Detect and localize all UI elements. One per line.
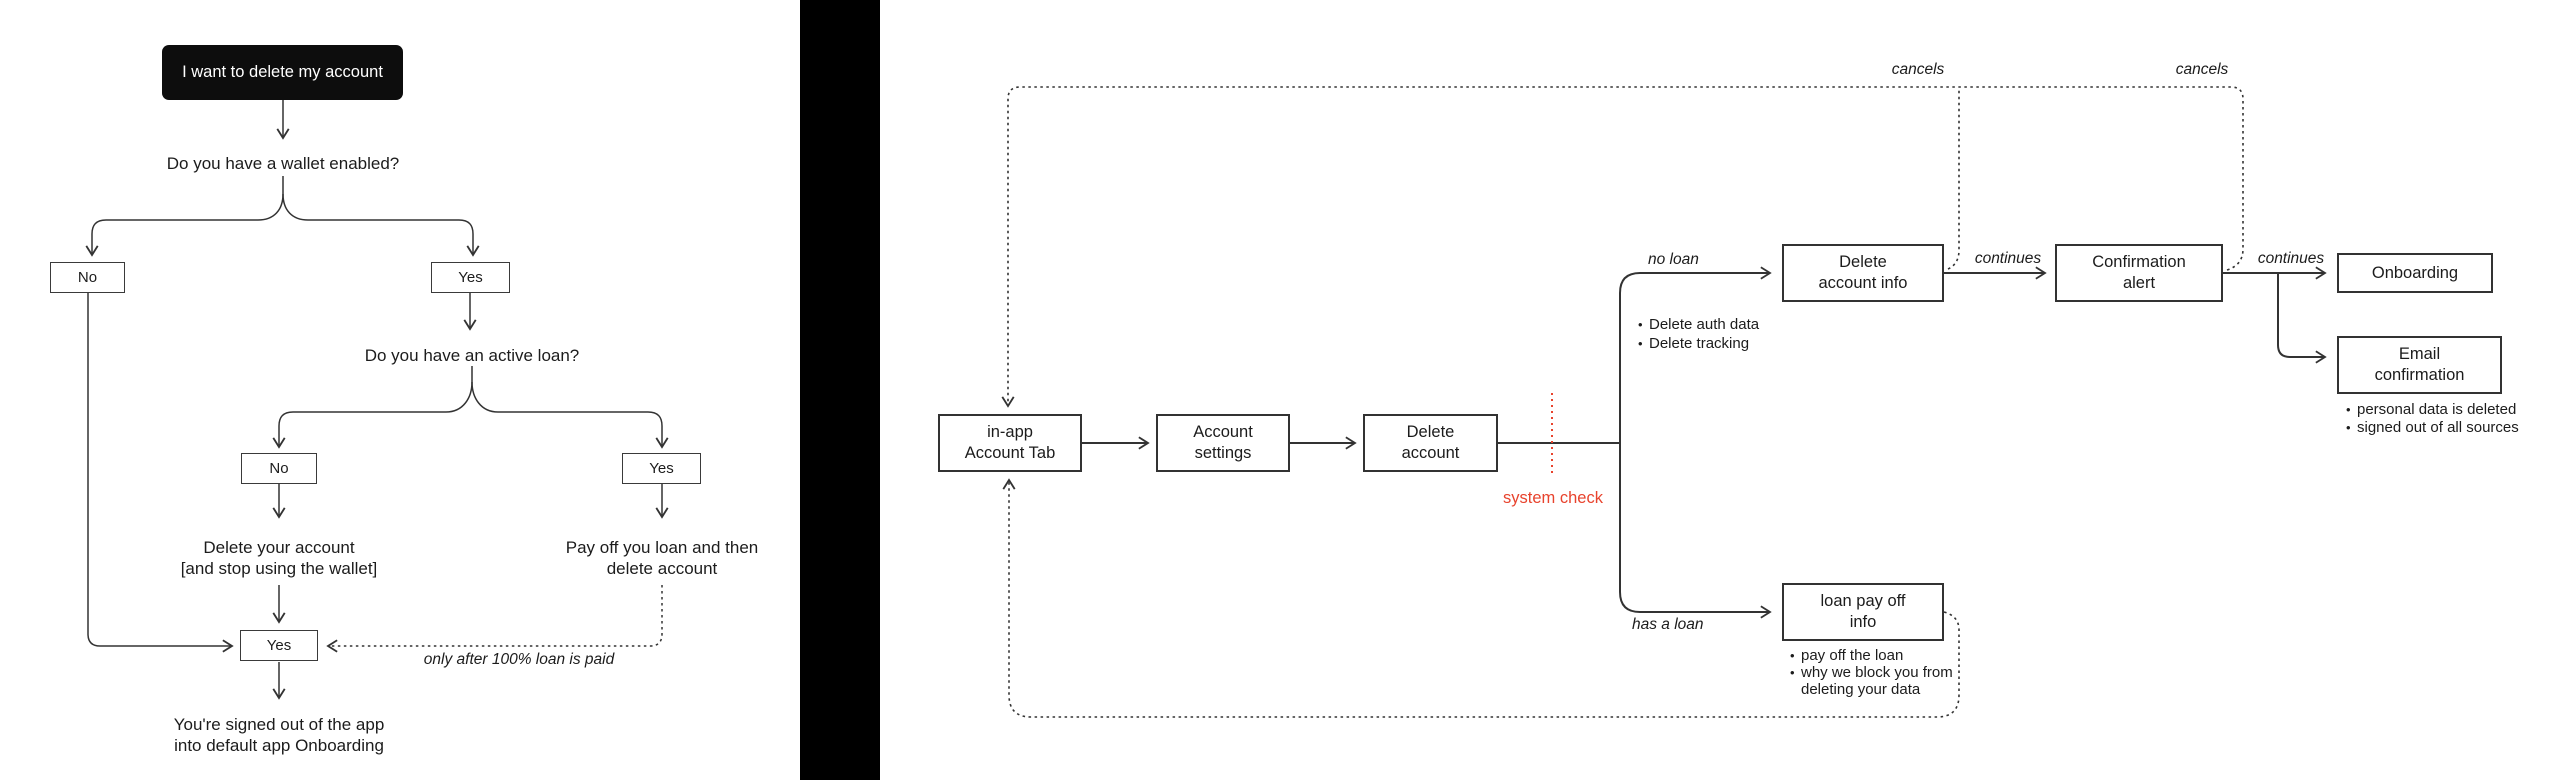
note-payoff-action-line1: Pay off you loan and then bbox=[565, 538, 759, 557]
note-delete-action-line1: Delete your account bbox=[203, 538, 355, 557]
node-onboarding[interactable]: Onboarding bbox=[2337, 253, 2493, 293]
bullet-why-we-block: • why we block you from bbox=[1790, 665, 1953, 681]
label-cancels-1: cancels bbox=[1891, 61, 1945, 78]
node-delete-account-info-line2: account info bbox=[1818, 274, 1908, 292]
node-account-tab-line2: Account Tab bbox=[964, 444, 1056, 462]
note-payoff-action: Pay off you loan and then delete account bbox=[566, 537, 759, 579]
bullet-dot: • bbox=[1790, 665, 1795, 680]
label-continues-1: continues bbox=[1974, 250, 2042, 267]
node-email-confirmation[interactable]: Email confirmation bbox=[2337, 336, 2502, 394]
node-delete-account-info-line1: Delete bbox=[1839, 253, 1887, 271]
node-start-label: I want to delete my account bbox=[182, 63, 383, 81]
bullet-text: Delete tracking bbox=[1649, 335, 1750, 352]
label-system-check: system check bbox=[1503, 489, 1603, 507]
node-account-tab-line1: in-app bbox=[987, 423, 1033, 441]
node-wallet-no[interactable]: No bbox=[50, 262, 125, 293]
question-loan: Do you have an active loan? bbox=[364, 346, 580, 365]
label-no-loan: no loan bbox=[1648, 251, 1699, 268]
note-outcome-line2: into default app Onboarding bbox=[174, 736, 384, 755]
note-delete-action: Delete your account [and stop using the … bbox=[181, 537, 378, 579]
bullet-continuation-deleting-data: deleting your data bbox=[1801, 682, 1920, 698]
bullet-text: personal data is deleted bbox=[2357, 401, 2517, 418]
node-wallet-yes[interactable]: Yes bbox=[431, 262, 510, 293]
node-loan-payoff-info[interactable]: loan pay off info bbox=[1782, 583, 1944, 641]
bullet-text: why we block you from bbox=[1801, 664, 1953, 681]
node-wallet-yes-label: Yes bbox=[458, 269, 483, 286]
label-has-a-loan: has a loan bbox=[1632, 616, 1704, 633]
node-loan-yes-label: Yes bbox=[649, 460, 674, 477]
node-onboarding-label: Onboarding bbox=[2371, 263, 2459, 282]
node-delete-account-line1: Delete bbox=[1406, 423, 1455, 441]
bullet-dot: • bbox=[1638, 336, 1643, 351]
node-delete-account-info[interactable]: Delete account info bbox=[1782, 244, 1944, 302]
node-delete-account[interactable]: Delete account bbox=[1363, 414, 1498, 472]
node-start[interactable]: I want to delete my account bbox=[162, 45, 403, 100]
label-payoff-condition: only after 100% loan is paid bbox=[423, 651, 615, 668]
node-account-settings[interactable]: Account settings bbox=[1156, 414, 1290, 472]
question-wallet: Do you have a wallet enabled? bbox=[166, 154, 400, 173]
section-divider-bar bbox=[800, 0, 880, 780]
node-loan-no-label: No bbox=[269, 460, 289, 477]
node-email-confirmation-line2: confirmation bbox=[2374, 366, 2465, 384]
bullet-delete-tracking: • Delete tracking bbox=[1638, 336, 1749, 352]
note-delete-action-line2: [and stop using the wallet] bbox=[180, 559, 378, 578]
bullet-text: Delete auth data bbox=[1649, 316, 1760, 333]
node-loan-payoff-info-line2: info bbox=[1849, 613, 1877, 631]
bullet-delete-auth-data: • Delete auth data bbox=[1638, 317, 1759, 333]
bullet-text: pay off the loan bbox=[1801, 647, 1904, 664]
node-delete-account-line2: account bbox=[1401, 444, 1460, 462]
bullet-signed-out: • signed out of all sources bbox=[2346, 420, 2519, 436]
bullet-dot: • bbox=[1638, 317, 1643, 332]
node-wallet-no-label: No bbox=[77, 269, 98, 286]
node-account-settings-line2: settings bbox=[1194, 444, 1252, 462]
bullet-text: signed out of all sources bbox=[2357, 419, 2519, 436]
node-account-tab[interactable]: in-app Account Tab bbox=[938, 414, 1082, 472]
label-continues-2: continues bbox=[2257, 250, 2325, 267]
label-cancels-2: cancels bbox=[2175, 61, 2229, 78]
bullet-dot: • bbox=[1790, 648, 1795, 663]
bullet-dot: • bbox=[2346, 420, 2351, 435]
bullet-text: deleting your data bbox=[1801, 681, 1921, 698]
note-payoff-action-line2: delete account bbox=[606, 559, 718, 578]
node-loan-no[interactable]: No bbox=[241, 453, 317, 484]
bullet-dot: • bbox=[2346, 402, 2351, 417]
note-outcome-line1: You're signed out of the app bbox=[173, 715, 385, 734]
node-loan-yes[interactable]: Yes bbox=[622, 453, 701, 484]
node-confirmation-alert-line2: alert bbox=[2122, 274, 2156, 292]
node-account-settings-line1: Account bbox=[1193, 423, 1253, 441]
node-confirm-yes-label: Yes bbox=[266, 637, 292, 654]
node-confirmation-alert-line1: Confirmation bbox=[2092, 253, 2186, 271]
bullet-personal-data: • personal data is deleted bbox=[2346, 402, 2516, 418]
note-outcome: You're signed out of the app into defaul… bbox=[174, 714, 385, 756]
node-confirm-yes[interactable]: Yes bbox=[240, 630, 318, 661]
node-confirmation-alert[interactable]: Confirmation alert bbox=[2055, 244, 2223, 302]
bullet-pay-off-loan: • pay off the loan bbox=[1790, 648, 1903, 664]
node-email-confirmation-line1: Email bbox=[2398, 345, 2441, 363]
node-loan-payoff-info-line1: loan pay off bbox=[1820, 592, 1906, 610]
